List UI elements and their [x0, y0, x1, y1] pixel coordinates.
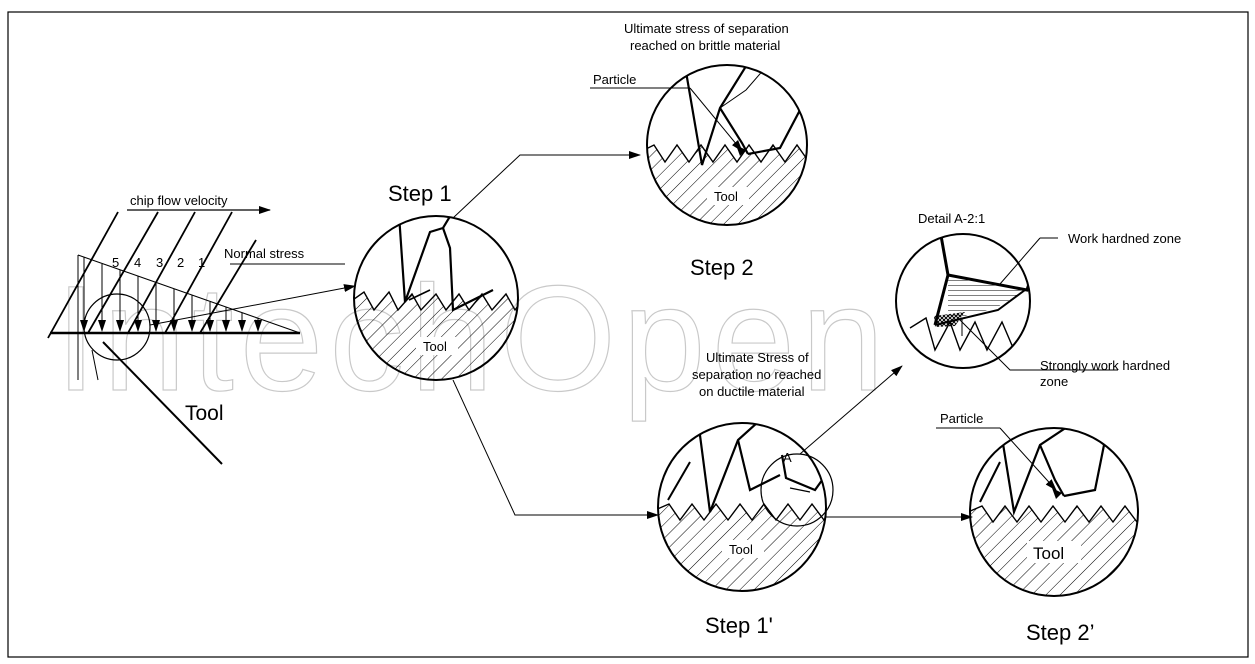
- step2-detail: [647, 65, 807, 225]
- step2p-tool-label: Tool: [1033, 544, 1064, 563]
- detail-circle-zoom: [895, 233, 1031, 369]
- detail-a-circle: [760, 453, 834, 527]
- work-hardened-label: Work hardned zone: [1068, 231, 1181, 246]
- segment-number: 5: [112, 255, 119, 270]
- segment-number: 4: [134, 255, 141, 270]
- step2p-detail: [970, 428, 1138, 596]
- step2-caption-line1: Ultimate stress of separation: [624, 21, 789, 36]
- strongly-hardened-label-line1: Strongly work hardned: [1040, 358, 1170, 373]
- work-hardened-leader: [999, 237, 1041, 285]
- step1p-title: Step 1': [705, 613, 773, 638]
- step1-title: Step 1: [388, 181, 452, 206]
- connector-arrow: [452, 379, 659, 519]
- tool-label-bg: [707, 187, 749, 205]
- cutting-zone-sketch: chip flow velocity 5 4 3 2 1 Normal stre…: [47, 193, 345, 465]
- strongly-hardened-label-line2: zone: [1040, 374, 1068, 389]
- step2-tool-label: Tool: [714, 189, 738, 204]
- chip-segment-line: [199, 239, 257, 334]
- chip-segment-line: [47, 211, 119, 339]
- detail-circle: [83, 293, 151, 361]
- detail-zoom: [909, 234, 1030, 352]
- step2-particle-label: Particle: [593, 72, 636, 87]
- chip-segment-line: [127, 211, 196, 334]
- step2-caption-line2: reached on brittle material: [630, 38, 780, 53]
- step1-circle: [353, 215, 519, 381]
- step2-circle: [646, 64, 808, 226]
- stress-envelope-line: [77, 254, 301, 334]
- step1p-tool-label: Tool: [729, 542, 753, 557]
- tool-label-bg: [416, 337, 458, 355]
- step1p-detail: [658, 423, 826, 591]
- step1p-caption-line2: separation no reached: [692, 367, 821, 382]
- step2p-particle-label: Particle: [940, 411, 983, 426]
- chip-segment-line: [87, 211, 159, 334]
- detail-title: Detail A-2:1: [918, 211, 985, 226]
- step1-tool-label: Tool: [423, 339, 447, 354]
- particle-arrow: [999, 427, 1057, 491]
- connector-arrow: [452, 151, 641, 219]
- step1p-circle: [657, 422, 827, 592]
- tool-label-bg: [1027, 541, 1081, 563]
- detail-a-marker: A: [783, 450, 792, 465]
- tool-face-line: [91, 349, 99, 381]
- figure-frame: [7, 11, 1249, 658]
- tool-label-left: Tool: [185, 402, 224, 425]
- connector-arrow: [799, 365, 903, 455]
- step2-title: Step 2: [690, 255, 754, 280]
- step1p-caption-line3: on ductile material: [699, 384, 805, 399]
- connector-arrow: [149, 284, 356, 326]
- tool-label-bg: [722, 540, 764, 558]
- segment-number: 1: [198, 255, 205, 270]
- segment-number: 2: [177, 255, 184, 270]
- chip-segment-line: [164, 211, 233, 334]
- step2p-circle: [969, 427, 1139, 597]
- step1p-caption-line1: Ultimate Stress of: [706, 350, 809, 365]
- step2p-title: Step 2’: [1026, 620, 1095, 645]
- strongly-hardened-leader: [956, 316, 1118, 371]
- tool-flank-line: [102, 341, 223, 465]
- segment-number: 3: [156, 255, 163, 270]
- normal-stress-label: Normal stress: [224, 246, 305, 261]
- chip-flow-label: chip flow velocity: [130, 193, 228, 208]
